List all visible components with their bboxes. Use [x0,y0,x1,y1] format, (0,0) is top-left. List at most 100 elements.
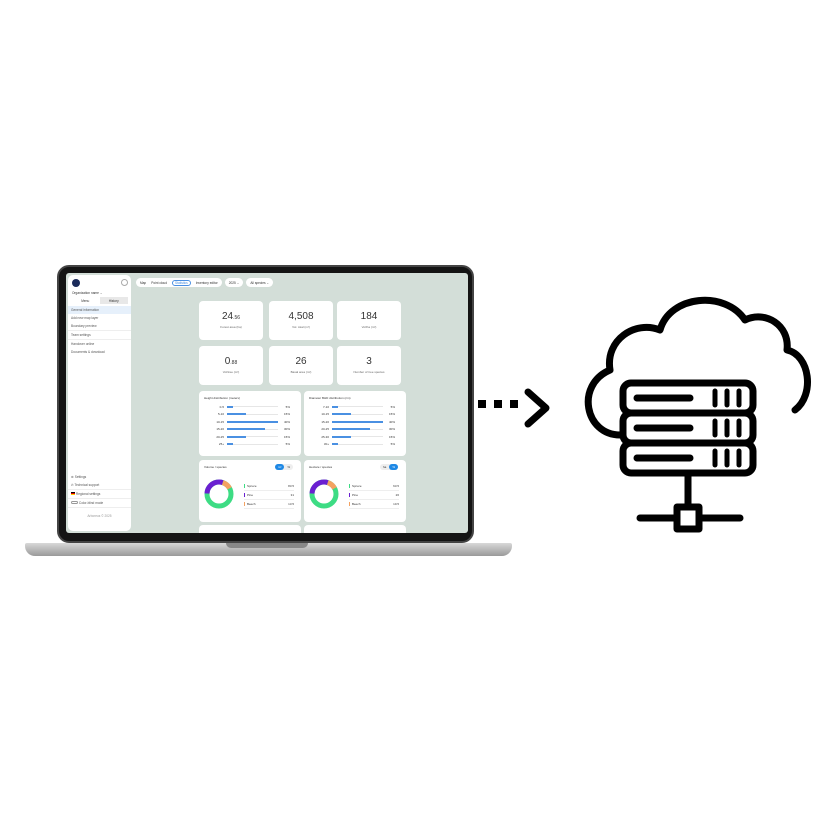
settings-item[interactable]: ⚙ Settings [71,475,87,479]
arrow-dot [510,400,518,408]
card-title: Volume / species [204,465,227,469]
legend-row: Spruce 83.5 [244,482,294,491]
toggle-unit[interactable]: m³ [274,464,285,470]
dist-range: 30+ [323,442,329,447]
sidebar-item-general[interactable]: General information [68,306,131,314]
dist-range: 10-15 [321,412,329,417]
dist-bar [227,428,266,431]
sidebar-item-boundary[interactable]: Boundary preview [71,324,97,328]
dist-bar [332,435,352,438]
toggle-percent[interactable]: % [287,465,290,469]
dist-pct: 5% [390,404,395,409]
stat-value: 0 [224,356,231,367]
dist-bar [227,420,278,423]
laptop-screen: Organization name ⌄ Menu History General… [66,273,468,533]
dist-pct: 15% [283,412,290,417]
tab-menu[interactable]: Menu [81,298,90,303]
dist-range: 20-25 [216,434,224,439]
org-selector[interactable]: Organization name ⌄ [72,291,103,295]
tab-inventory[interactable]: Inventory editor [195,280,218,285]
dist-range: 10-15 [216,419,224,424]
tab-statistics[interactable]: Statistics [171,279,191,286]
laptop-base [25,543,512,556]
sidebar-item-documents[interactable]: Documents & download [71,350,105,354]
stat-label: Basal area (m²) [290,370,312,374]
dist-bar [227,435,247,438]
dist-pct: 40% [283,419,290,424]
toggle-percent[interactable]: % [389,464,398,470]
settings-label: Settings [74,475,87,479]
arrow-dot [478,400,486,408]
legend-species: Spruce [352,483,362,488]
toggle-unit[interactable]: ha [382,465,387,469]
colorblind-label: Color-blind mode [78,501,104,505]
colorblind-toggle[interactable]: Color-blind mode [68,499,131,507]
stat-label: Vol/ha (m³) [361,325,377,329]
tab-map[interactable]: Map [140,280,147,285]
dist-range: 5-10 [217,412,224,417]
legend-species: Beech [352,501,361,506]
cloud-server-icon [584,296,811,533]
legend-value: 83.5 [288,484,294,488]
stat-value: 4,508 [288,311,314,322]
dist-bar [332,405,339,408]
legend-value: 13.5 [288,502,294,506]
stat-value: 24 [221,311,234,322]
dist-range: 15-20 [321,419,329,424]
dist-bar [227,413,247,416]
regional-item[interactable]: Regional settings [68,490,131,498]
dist-pct: 5% [285,442,290,447]
legend-species: Pine [247,492,254,497]
card-title: Height distribution (meters) [204,396,241,400]
more-card [199,525,301,533]
dist-bar [332,443,339,446]
tab-point-cloud[interactable]: Point cloud [151,280,167,285]
support-item[interactable]: ✆ Technical support [71,483,100,487]
dist-pct: 15% [388,434,395,439]
sidebar-item-add-layer[interactable]: Add new map layer [71,316,99,320]
collapse-icon[interactable] [121,279,128,286]
legend-species: Spruce [247,483,257,488]
dist-row: 10-15 40% [204,418,296,426]
stat-decimal: .88 [230,360,238,366]
sidebar-item-handover[interactable]: Handover online [71,342,95,346]
year-select[interactable]: 2025 ⌄ [224,278,244,287]
legend-species: Pine [352,492,359,497]
dist-range: 15-20 [216,427,224,432]
logo [72,279,80,287]
laptop-notch [226,543,308,548]
donut-chart [204,479,234,509]
species-select[interactable]: All species ⌄ [246,278,274,287]
dist-bar [332,420,383,423]
stat-label: Number of tree species [353,370,385,374]
dist-pct: 15% [388,412,395,417]
tab-history[interactable]: History [99,297,128,304]
regional-label: Regional settings [75,492,101,496]
stat-value: 3 [366,356,372,367]
dist-range: 25+ [218,442,224,447]
donut-chart [309,479,339,509]
dist-pct: 5% [285,404,290,409]
dist-range: 7-10 [322,404,329,409]
stat-label: Vol/tree (m³) [222,370,240,374]
sidebar-item-team[interactable]: Team settings [71,333,91,337]
toggle-icon [71,501,78,504]
legend-value: 31 [290,493,294,497]
